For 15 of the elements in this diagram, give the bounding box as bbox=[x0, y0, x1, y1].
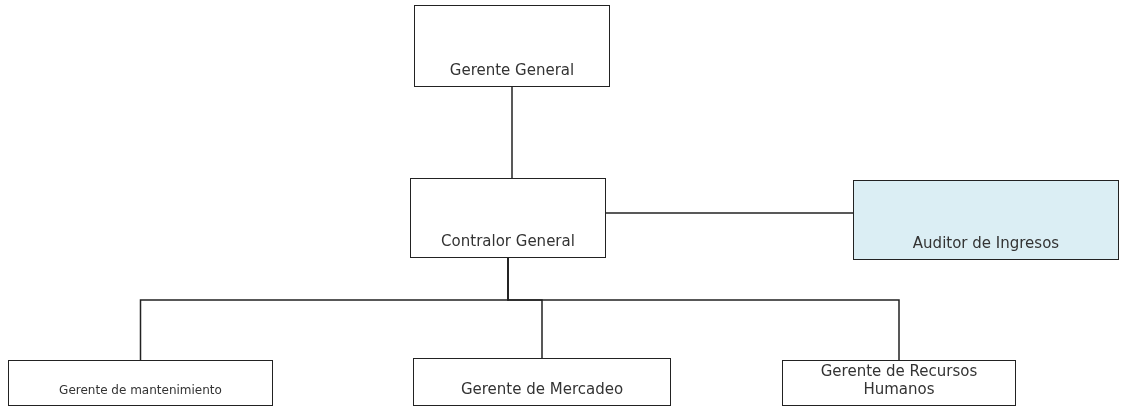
position-title: Contralor General bbox=[441, 232, 575, 251]
connector-line bbox=[511, 86, 513, 179]
position-title: Gerente General bbox=[449, 61, 575, 80]
org-box bbox=[782, 360, 1016, 406]
org-box bbox=[8, 360, 273, 406]
org-box bbox=[414, 5, 610, 87]
org-box bbox=[410, 178, 606, 258]
connector-line bbox=[507, 257, 900, 361]
position-title: Gerente de Recursos Humanos bbox=[819, 361, 979, 399]
position-title: Gerente de Mercadeo bbox=[460, 380, 624, 399]
org-box bbox=[853, 180, 1119, 260]
position-title: Auditor de Ingresos bbox=[912, 234, 1060, 253]
connector-line bbox=[605, 212, 854, 214]
org-box bbox=[413, 358, 671, 406]
position-title: Gerente de mantenimiento bbox=[59, 383, 222, 399]
